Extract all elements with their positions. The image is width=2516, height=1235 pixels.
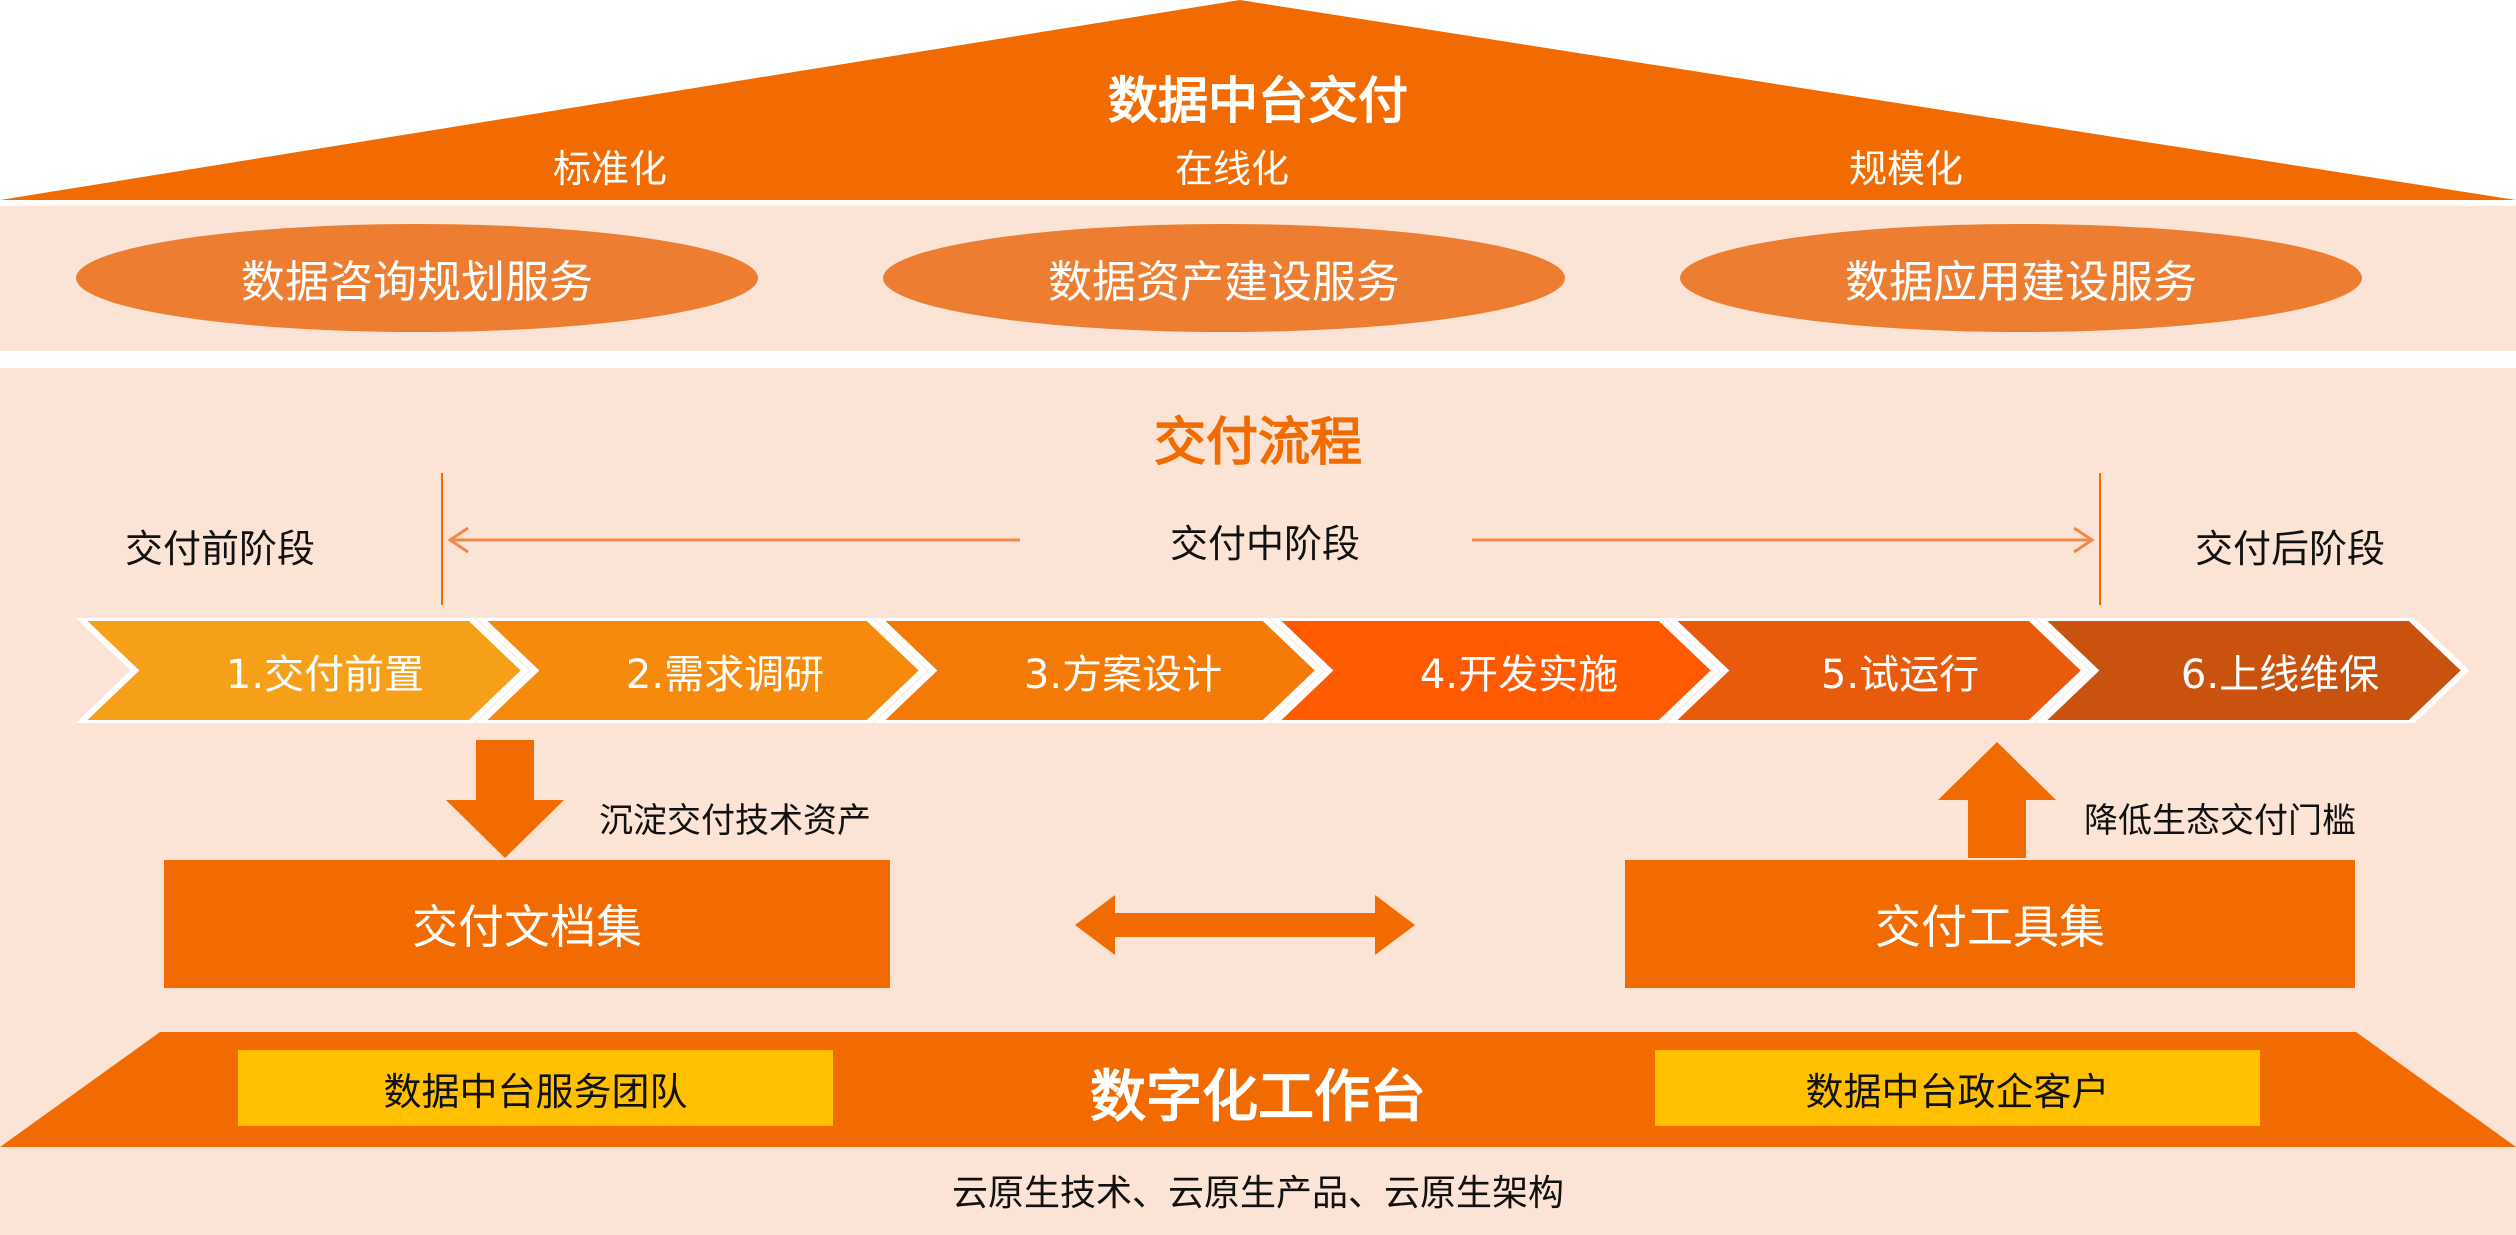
stage-label-post: 交付后阶段 — [2194, 526, 2385, 571]
process-step-6: 6.上线维保 — [2180, 651, 2380, 698]
foundation-text: 云原生技术、云原生产品、云原生架构 — [951, 1173, 1564, 1214]
arrow-down-icon — [446, 740, 564, 858]
service-oval-application-building: 数据应用建设服务 — [1680, 224, 2362, 332]
roof-subtitle-online: 在线化 — [1174, 146, 1289, 191]
roof-subtitle-scale: 规模化 — [1848, 146, 1963, 191]
process-chevrons — [75, 618, 2470, 723]
tool-set-box: 交付工具集 — [1625, 860, 2355, 988]
doc-set-box: 交付文档集 — [164, 860, 890, 988]
lower-threshold-label: 降低生态交付门槛 — [2084, 800, 2356, 841]
gov-enterprise-client-box: 数据中台政企客户 — [1655, 1050, 2260, 1126]
service-oval-asset-building: 数据资产建设服务 — [883, 224, 1565, 332]
stage-label-mid: 交付中阶段 — [1169, 521, 1360, 566]
service-band: 数据咨询规划服务 数据资产建设服务 数据应用建设服务 — [0, 206, 2516, 351]
roof-subtitle-standardization: 标准化 — [552, 146, 667, 191]
service-oval-consulting: 数据咨询规划服务 — [76, 224, 758, 332]
process-step-2: 2.需求调研 — [625, 651, 825, 698]
process-step-1: 1.交付前置 — [225, 651, 425, 698]
deposit-assets-label: 沉淀交付技术资产 — [599, 800, 871, 841]
arrow-up-icon — [1938, 742, 2056, 858]
process-step-4: 4.开发实施 — [1419, 651, 1619, 698]
process-step-5: 5.试运行 — [1820, 651, 1980, 698]
service-team-box: 数据中台服务团队 — [238, 1050, 833, 1126]
double-arrow-icon — [1075, 895, 1415, 955]
stage-label-pre: 交付前阶段 — [124, 526, 315, 571]
roof-title: 数据中台交付 — [1108, 72, 1408, 130]
process-step-3: 3.方案设计 — [1023, 651, 1223, 698]
stage-markers — [441, 473, 2101, 605]
process-title: 交付流程 — [1153, 412, 1362, 473]
roof-triangle — [0, 0, 2516, 200]
workbench-title: 数字化工作台 — [1090, 1064, 1426, 1130]
